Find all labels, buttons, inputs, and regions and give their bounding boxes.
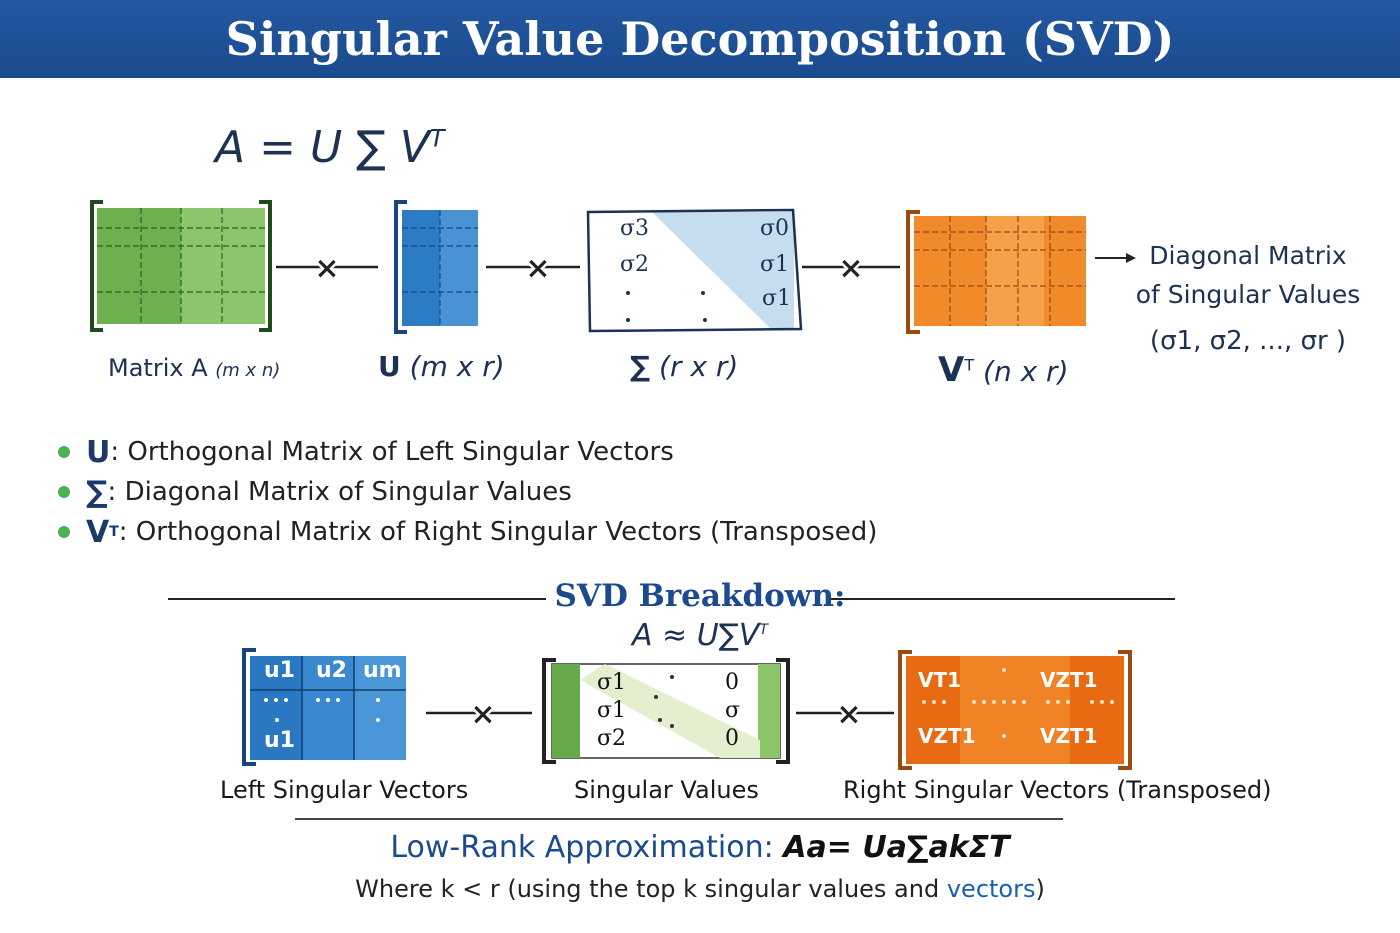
matrix-a-name: Matrix A — [108, 354, 208, 382]
matrix-u-name: U — [378, 350, 401, 383]
matrix-u-label: U (m x r) — [378, 350, 505, 383]
left-col-u2: u2 — [316, 658, 347, 683]
main-equation-sigma: ∑ — [356, 122, 386, 173]
low-rank-note-text: Where k < r (using the top k singular va… — [355, 875, 947, 903]
title-banner: Singular Value Decomposition (SVD) — [0, 0, 1400, 78]
main-equation-sup: T — [429, 124, 445, 153]
breakdown-diagram: × × — [242, 648, 1132, 770]
matrix-vt-dims: (n x r) — [983, 355, 1069, 388]
multiply-sign-5: × — [796, 695, 894, 735]
sv-left-3: σ2 — [597, 726, 627, 751]
main-equation-lhs: A = U — [215, 122, 357, 173]
low-rank-note-highlight: vectors — [946, 875, 1036, 903]
right-singular-label: Right Singular Vectors (Transposed) — [843, 776, 1272, 804]
bullet-dot — [58, 486, 70, 498]
svg-text:×: × — [836, 697, 861, 732]
side-note-line1: Diagonal Matrix — [1149, 241, 1347, 270]
bullet-list: U : Orthogonal Matrix of Left Singular V… — [58, 432, 877, 552]
right-cell-1: VT1 — [918, 668, 962, 692]
sigma-top-right-2: σ1 — [760, 252, 790, 277]
matrix-sigma — [586, 208, 803, 333]
low-rank-heading: Low-Rank Approximation: Aa= Ua∑akΣT — [0, 830, 1400, 865]
left-singular-matrix — [242, 648, 406, 766]
sv-right-1: 0 — [725, 670, 739, 695]
low-rank-note: Where k < r (using the top k singular va… — [0, 875, 1400, 903]
bullet-symbol-sup: T — [109, 524, 119, 540]
multiply-sign-3: × — [802, 249, 900, 289]
breakdown-divider-left — [168, 598, 546, 600]
bullet-symbol: V — [86, 514, 110, 550]
main-equation: A = U ∑ VT — [215, 122, 445, 173]
breakdown-equation: A ≈ U∑VT — [0, 618, 1400, 653]
svg-text:×: × — [525, 251, 550, 286]
matrix-a-label: Matrix A (m x n) — [108, 354, 280, 382]
matrix-sigma-name: ∑ — [630, 350, 651, 383]
sigma-top-left-2: σ2 — [620, 252, 650, 277]
bullet-symbol: U — [86, 434, 111, 470]
sv-right-2: σ — [725, 698, 741, 723]
left-col-um: um — [363, 658, 402, 683]
matrix-a-dims: (m x n) — [215, 360, 281, 381]
left-bottom-u1: u1 — [264, 728, 295, 753]
page-title: Singular Value Decomposition (SVD) — [225, 12, 1175, 66]
low-rank-divider — [295, 818, 1063, 820]
matrix-vt-label: VT (n x r) — [938, 350, 1069, 390]
bullet-u: U : Orthogonal Matrix of Left Singular V… — [58, 432, 877, 472]
side-note-line2: of Singular Values — [1135, 280, 1361, 309]
bullet-text: : Diagonal Matrix of Singular Values — [107, 477, 572, 507]
right-singular-matrix — [898, 650, 1132, 770]
main-equation-v: V — [385, 122, 430, 173]
bullet-dot — [58, 446, 70, 458]
side-arrow — [1095, 253, 1136, 263]
svg-text:×: × — [838, 251, 863, 286]
matrix-vt — [906, 210, 1086, 334]
sv-left-2: σ1 — [597, 698, 627, 723]
low-rank-note-end: ) — [1035, 875, 1045, 903]
breakdown-equation-text: A ≈ U∑V — [632, 618, 760, 653]
svg-text:×: × — [314, 251, 339, 286]
sigma-top-right-3: σ1 — [762, 286, 792, 311]
right-cell-4: VZT1 — [1040, 724, 1098, 748]
multiply-sign-4: × — [426, 695, 532, 735]
matrix-sigma-label: ∑ (r x r) — [630, 350, 738, 383]
right-cell-3: VZT1 — [918, 724, 976, 748]
low-rank-title: Low-Rank Approximation: — [390, 830, 784, 865]
bullet-dot — [58, 526, 70, 538]
singular-values-label: Singular Values — [574, 776, 759, 804]
matrix-vt-sup: T — [964, 355, 975, 375]
sv-right-3: 0 — [725, 726, 739, 751]
left-col-u1: u1 — [264, 658, 295, 683]
multiply-sign-1: × — [276, 249, 378, 289]
side-note: Diagonal Matrix of Singular Values (σ1, … — [1128, 236, 1368, 361]
svg-text:×: × — [470, 697, 495, 732]
left-singular-label: Left Singular Vectors — [220, 776, 469, 804]
sv-left-1: σ1 — [597, 670, 627, 695]
right-cell-2: VZT1 — [1040, 668, 1098, 692]
matrix-u-dims: (m x r) — [409, 350, 505, 383]
matrix-vt-name: V — [938, 350, 965, 390]
side-note-line3: (σ1, σ2, ..., σr ) — [1149, 326, 1347, 356]
multiply-sign-2: × — [486, 249, 580, 289]
bullet-text: : Orthogonal Matrix of Right Singular Ve… — [118, 517, 878, 547]
matrix-a — [90, 200, 272, 332]
bullet-sigma: ∑ : Diagonal Matrix of Singular Values — [58, 472, 877, 512]
low-rank-formula: Aa= Ua∑akΣT — [783, 830, 1010, 865]
breakdown-divider-right — [830, 598, 1175, 600]
top-matrices-diagram: × × × — [90, 200, 1136, 334]
bullet-text: : Orthogonal Matrix of Left Singular Vec… — [110, 437, 674, 467]
sigma-top-left-1: σ3 — [620, 216, 650, 241]
matrix-sigma-dims: (r x r) — [659, 350, 739, 383]
sigma-top-right-1: σ0 — [760, 216, 790, 241]
singular-values-matrix — [542, 658, 790, 764]
breakdown-title: SVD Breakdown: — [554, 578, 846, 614]
bullet-symbol: ∑ — [86, 474, 108, 510]
matrix-u — [394, 200, 478, 334]
breakdown-equation-sup: T — [759, 622, 768, 638]
